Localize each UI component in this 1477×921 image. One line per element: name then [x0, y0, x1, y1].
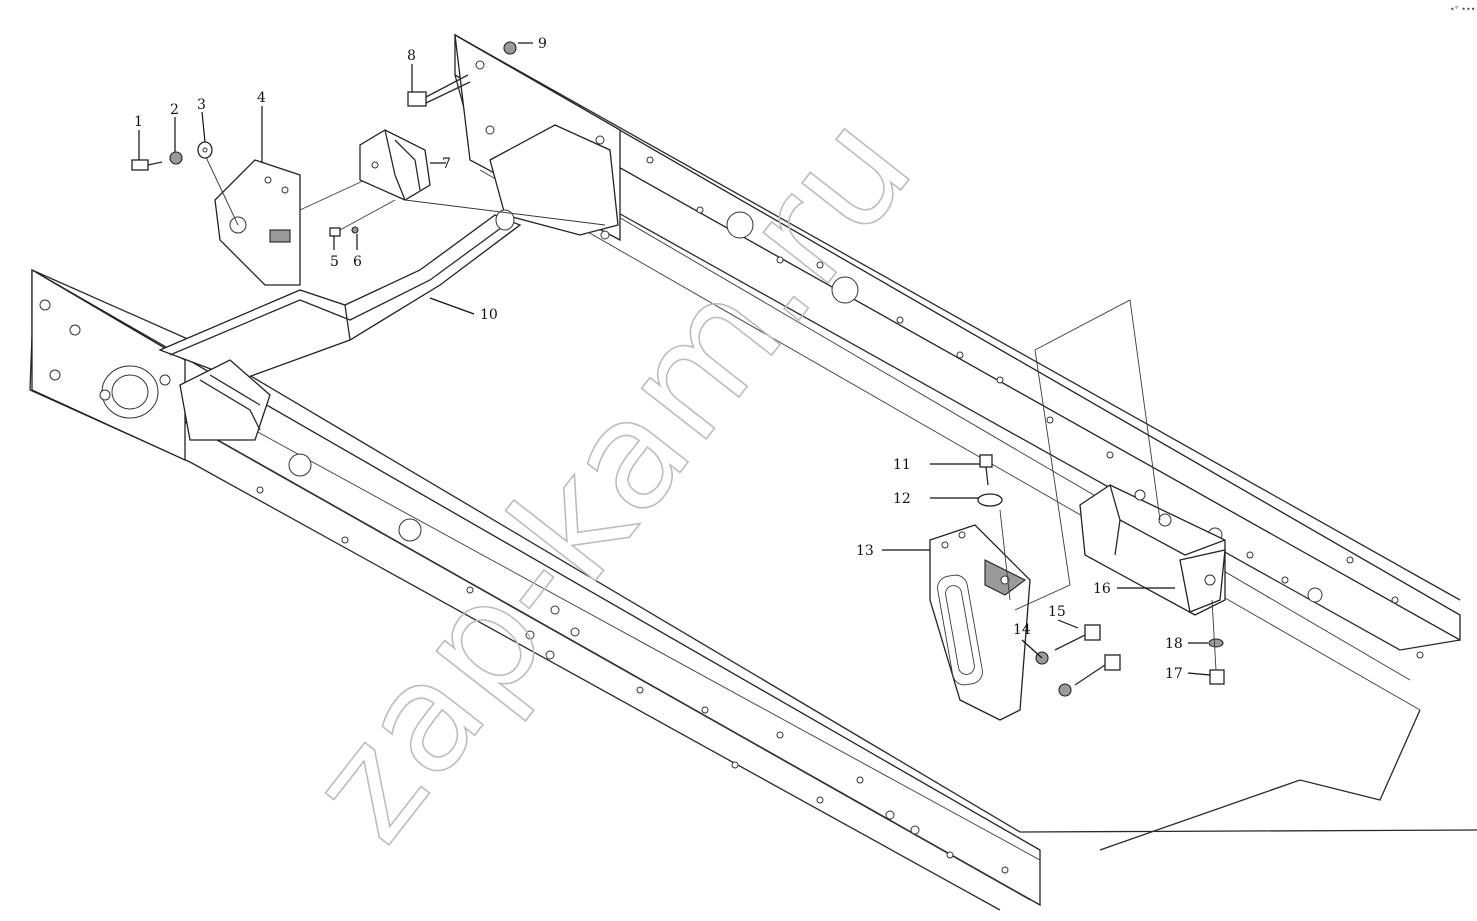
nut-9: [503, 41, 517, 55]
callout-9: 9: [538, 36, 547, 52]
callout-15: 15: [1048, 604, 1066, 620]
corner-mark: •° •••: [1450, 5, 1475, 14]
callout-8: 8: [407, 48, 416, 64]
callout-1: 1: [134, 114, 143, 130]
cross-member: [158, 124, 619, 441]
bracket-13: [929, 509, 1031, 721]
bolt-1: [131, 159, 163, 171]
bolt-15: [1054, 624, 1121, 686]
bolt-5: [329, 227, 341, 237]
bolt-17: [1209, 599, 1225, 685]
callout-6: 6: [353, 254, 362, 270]
callout-5: 5: [330, 254, 339, 270]
callout-2: 2: [170, 102, 179, 118]
nut-6: [351, 226, 359, 234]
washer-18: [1208, 638, 1224, 648]
callout-labels: 1 2 3 4 5 6 7 8 9 10 11 12 13 14 15 16 1…: [134, 36, 1183, 682]
callout-16: 16: [1093, 581, 1111, 597]
callout-13: 13: [856, 543, 874, 559]
callout-leaders: [138, 42, 1211, 676]
nut-14: [1035, 651, 1072, 697]
callout-10: 10: [480, 307, 498, 323]
bracket-4: [204, 154, 366, 286]
washer-12: [977, 493, 1003, 507]
mount-block-7: [339, 129, 606, 231]
washer-3: [197, 141, 213, 159]
callout-11: 11: [893, 457, 911, 473]
callout-7: 7: [442, 156, 451, 172]
callout-18: 18: [1165, 636, 1183, 652]
callout-3: 3: [197, 97, 206, 113]
bolt-11: [979, 454, 993, 486]
callout-17: 17: [1165, 666, 1183, 682]
callout-14: 14: [1013, 622, 1031, 638]
callout-4: 4: [257, 90, 266, 106]
left-frame-rail: [29, 268, 1477, 911]
bolt-8: [407, 74, 471, 107]
support-16: [1014, 299, 1226, 616]
nut-2: [169, 151, 183, 165]
callout-12: 12: [893, 491, 911, 507]
